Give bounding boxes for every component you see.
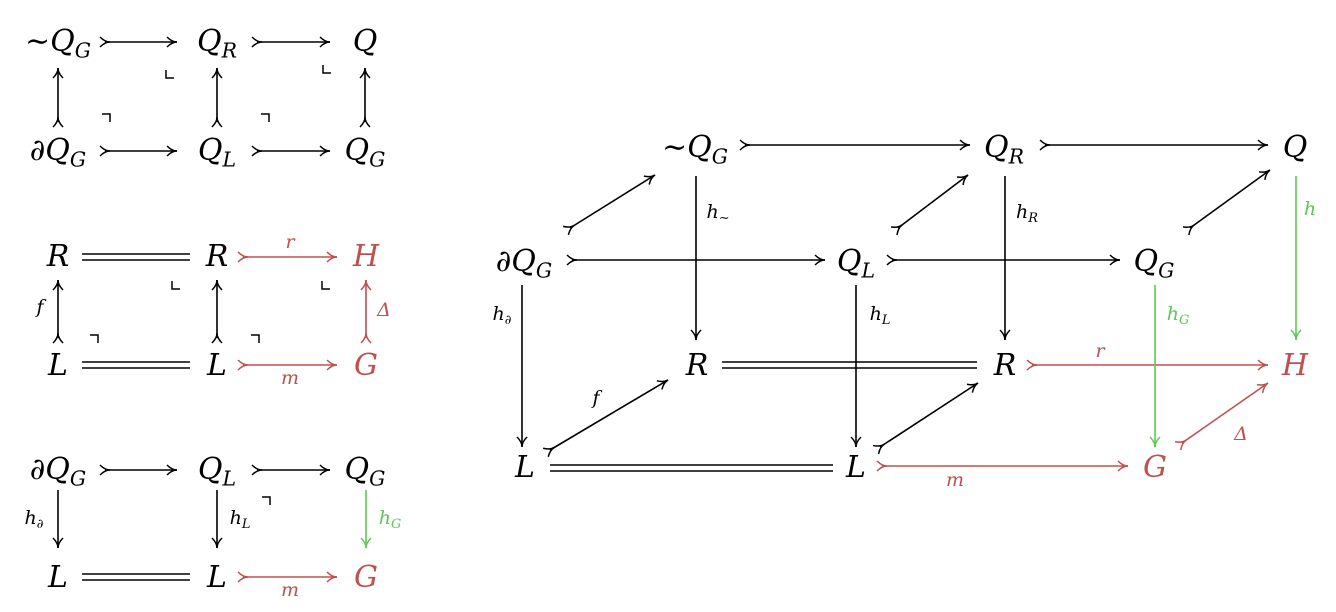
- node-q-l: QL: [198, 452, 236, 491]
- pushout-corner: [251, 334, 260, 343]
- label-h-neg: h∼: [706, 201, 729, 226]
- cube-diagram: h∼ hR h r f Δ h∂ hL hG m ∼QG QR Q: [493, 130, 1317, 491]
- pushout-corner: [102, 113, 111, 122]
- node-g: G: [354, 560, 378, 595]
- label-r: r: [1095, 340, 1106, 362]
- arrow-l-to-r-right: [872, 382, 979, 455]
- node-q-r: QR: [197, 24, 237, 63]
- node-q-r: QR: [984, 130, 1024, 169]
- node-l-front-right: L: [845, 450, 866, 485]
- node-l-left: L: [47, 348, 68, 383]
- pushout-corner: [90, 334, 99, 343]
- node-q-l: QL: [198, 133, 236, 172]
- label-delta: Δ: [1233, 423, 1248, 445]
- pullback-corner: [165, 70, 174, 79]
- label-h-l: hL: [230, 507, 251, 532]
- label-h-g: hG: [1167, 303, 1190, 328]
- node-l-mid: L: [206, 348, 227, 383]
- pullback-corner: [322, 65, 331, 74]
- arrow-qg-to-q: [1182, 169, 1271, 236]
- node-q: Q: [353, 24, 378, 59]
- node-r-mid: R: [205, 239, 229, 274]
- node-q-g: QG: [1134, 244, 1175, 283]
- node-g: G: [354, 348, 378, 383]
- pullback-corner: [171, 281, 180, 290]
- node-l-left: L: [47, 560, 68, 595]
- node-neg-q-g: ∼QG: [662, 130, 728, 169]
- pullback-corner: [321, 281, 330, 290]
- node-partial-q-g: ∂QG: [30, 133, 86, 172]
- label-f: f: [590, 387, 602, 409]
- label-delta: Δ: [376, 299, 391, 321]
- label-h-partial: h∂: [493, 303, 512, 328]
- node-l-front: L: [514, 450, 535, 485]
- arrow-l-to-r: [542, 379, 669, 458]
- label-r: r: [285, 231, 296, 253]
- label-m: m: [946, 469, 964, 491]
- label-h-g: hG: [379, 507, 402, 532]
- node-r-left: R: [46, 239, 70, 274]
- label-h-partial: h∂: [25, 507, 44, 532]
- pushout-corner: [261, 113, 270, 122]
- node-partial-q-g: ∂QG: [30, 452, 86, 491]
- node-neg-q-g: ∼QG: [25, 24, 91, 63]
- pullback-corner: [262, 496, 271, 505]
- node-l-mid: L: [206, 560, 227, 595]
- label-f: f: [34, 296, 46, 318]
- arrow-ql-to-qr: [890, 174, 969, 236]
- arrow-partial-to-neg: [562, 174, 656, 236]
- node-partial-q-g: ∂QG: [496, 244, 552, 283]
- label-h-l: hL: [870, 303, 891, 328]
- node-g: G: [1143, 450, 1167, 485]
- bottom-square: ∂QG QL QG L L G h∂ hL hG m: [25, 452, 402, 601]
- arrow-g-to-h: [1174, 382, 1269, 451]
- node-r-back: R: [685, 348, 709, 383]
- node-r-back-right: R: [993, 348, 1017, 383]
- node-h: H: [1281, 348, 1309, 383]
- node-q-l: QL: [837, 244, 875, 283]
- node-q-g: QG: [345, 133, 386, 172]
- label-h: h: [1304, 198, 1316, 220]
- label-m: m: [281, 367, 299, 389]
- node-q-g: QG: [345, 452, 386, 491]
- label-h-r: hR: [1016, 201, 1038, 226]
- label-m: m: [281, 579, 299, 601]
- node-h: H: [352, 239, 380, 274]
- middle-square: R R H L L G r m f Δ: [34, 231, 390, 389]
- top-square: ∼QG QR Q ∂QG QL QG: [25, 24, 385, 172]
- node-q: Q: [1283, 130, 1308, 165]
